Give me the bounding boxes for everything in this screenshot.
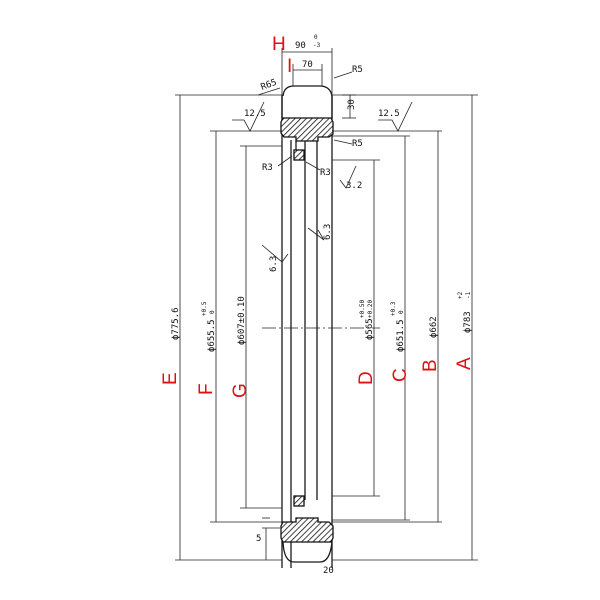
dim-783-tol-low: -1 bbox=[465, 291, 472, 299]
dimension-lines bbox=[179, 95, 473, 560]
dim-r65: R65 bbox=[260, 78, 279, 93]
label-F: F bbox=[196, 383, 217, 395]
dim-651-5-tol-up: +0.3 bbox=[390, 301, 397, 316]
label-H: H bbox=[272, 34, 286, 55]
dim-90-tol-low: -3 bbox=[313, 42, 321, 49]
bottom-section bbox=[280, 495, 334, 563]
ring-body bbox=[281, 95, 333, 568]
dim-655-5: ϕ655.5 bbox=[207, 319, 217, 352]
dim-90-tol-up: 0 bbox=[314, 34, 318, 41]
dim-565-tol-up: +0.50 bbox=[359, 300, 366, 318]
dimension-texts: 90 0 -3 70 R5 R65 30 12.5 12.5 R5 R3 R3 … bbox=[171, 34, 473, 576]
label-E: E bbox=[160, 372, 181, 385]
dim-783-tol-up: +2 bbox=[457, 291, 464, 299]
top-section bbox=[280, 85, 334, 161]
label-I: I bbox=[287, 56, 292, 77]
extension-lines bbox=[175, 94, 478, 561]
dim-30: 30 bbox=[347, 99, 357, 110]
dim-775-6: ϕ775.6 bbox=[171, 307, 181, 340]
label-A: A bbox=[454, 357, 475, 370]
dim-783: ϕ783 bbox=[463, 311, 473, 333]
dim-662: ϕ662 bbox=[429, 316, 439, 338]
dim-90: 90 bbox=[295, 41, 306, 51]
dim-651-5-tol-low: 0 bbox=[398, 310, 405, 314]
dim-655-5-tol-up: +0.5 bbox=[201, 301, 208, 316]
label-B: B bbox=[420, 359, 441, 372]
label-D: D bbox=[356, 371, 377, 385]
width-dims bbox=[281, 48, 356, 119]
dim-655-5-tol-low: 0 bbox=[209, 310, 216, 314]
roughness-6-3-right: 6.3 bbox=[323, 224, 333, 240]
label-C: C bbox=[390, 368, 411, 382]
dim-651-5: ϕ651.5 bbox=[396, 319, 406, 352]
roughness-12-5-left: 12.5 bbox=[244, 109, 266, 119]
dim-607: ϕ607±0.10 bbox=[237, 296, 247, 345]
label-G: G bbox=[230, 383, 251, 398]
dim-20: 20 bbox=[323, 566, 334, 576]
dim-70: 70 bbox=[302, 60, 313, 70]
dim-r5-top: R5 bbox=[352, 65, 363, 75]
dim-5: 5 bbox=[256, 534, 261, 544]
roughness-6-3-left: 6.3 bbox=[269, 256, 279, 272]
dim-r3-right: R3 bbox=[320, 168, 331, 178]
dim-r5-mid: R5 bbox=[352, 139, 363, 149]
red-labels: H I E F G D C B A bbox=[160, 34, 475, 398]
roughness-12-5-right: 12.5 bbox=[378, 109, 400, 119]
dim-r3-left: R3 bbox=[262, 163, 273, 173]
roughness-symbols bbox=[232, 71, 413, 560]
dim-565: ϕ565 bbox=[365, 318, 375, 340]
dim-565-tol-low: +0.20 bbox=[367, 300, 374, 318]
roughness-3-2: 3.2 bbox=[346, 181, 362, 191]
